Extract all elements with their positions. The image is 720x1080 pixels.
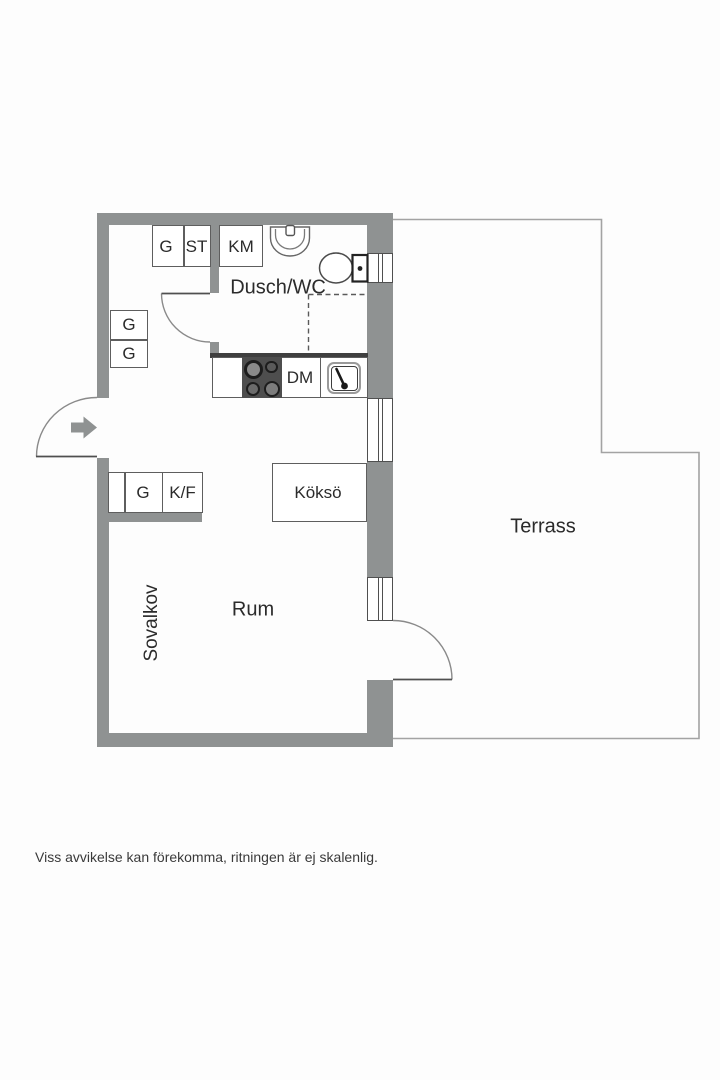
stove-burner-icon [245,381,260,396]
entrance-door-arc-icon [35,396,98,457]
stove-burner-icon [244,360,263,379]
closet-left [110,310,148,368]
bathroom-window [367,253,393,283]
window-pane [377,578,380,620]
room-label-main-room: Rum [231,598,275,621]
washbasin-bowl [274,229,306,250]
kitchen-island-box [272,463,367,522]
wall-top [97,213,393,225]
closet-divider [124,473,126,512]
toilet-tank-icon [351,253,369,283]
room-label-terrace: Terrass [510,515,576,538]
wall-bottom [97,733,393,747]
washing-machine-box [219,225,263,267]
entry-arrow-icon [71,416,97,439]
closet-divider [161,473,164,512]
appliance-label-washing-machine: KM [228,237,254,256]
bathroom-door-arc-icon [160,293,211,343]
closet-label-cleaning: ST [185,237,208,256]
kitchen-island-label: Köksö [294,482,342,502]
hall-room-wall [97,512,202,522]
window-pane [381,578,384,620]
terrace-outline [393,218,700,740]
closet-label-wardrobe: G [122,315,136,334]
room-window [367,577,393,621]
terrace-door-arc-icon [392,619,453,680]
washbasin-icon [269,226,311,257]
kitchen-sink-basin [330,365,358,391]
closet-label-wardrobe: G [122,343,136,363]
appliance-label-dishwasher: DM [286,368,314,387]
closet-top [152,225,211,267]
window-pane [381,399,384,461]
wall-right-seg1 [367,213,393,253]
wall-right-seg3 [367,462,393,577]
closet-divider [183,226,185,266]
room-label-sleeping-alcove: Sovalkov [141,584,162,662]
kitchen-window [367,398,393,462]
wall-right-seg2 [367,283,393,398]
closet-divider [111,339,147,341]
counter-divider [319,358,322,397]
stove-burner-icon [263,381,280,397]
wall-left-upper [97,213,109,398]
appliance-label-fridge-freezer: K/F [169,482,196,502]
stove-burner-icon [265,360,278,374]
closet-label-wardrobe: G [159,237,173,256]
room-label-bathroom: Dusch/WC [230,276,326,299]
window-pane [377,399,380,461]
bathroom-wall-stub [210,342,219,353]
hall-closet-row [108,472,203,513]
bathroom-kitchen-wall [210,353,368,358]
toilet-flush-dot [357,266,363,271]
window-pane [377,254,380,282]
window-pane [381,254,384,282]
washbasin-tap-icon [285,224,296,237]
wall-left-lower [97,458,109,747]
closet-label-wardrobe: G [136,482,150,502]
wall-right-seg4 [367,680,393,747]
bathroom-wall-upper [210,225,219,293]
disclaimer-text: Viss avvikelse kan förekomma, ritningen … [35,849,378,865]
